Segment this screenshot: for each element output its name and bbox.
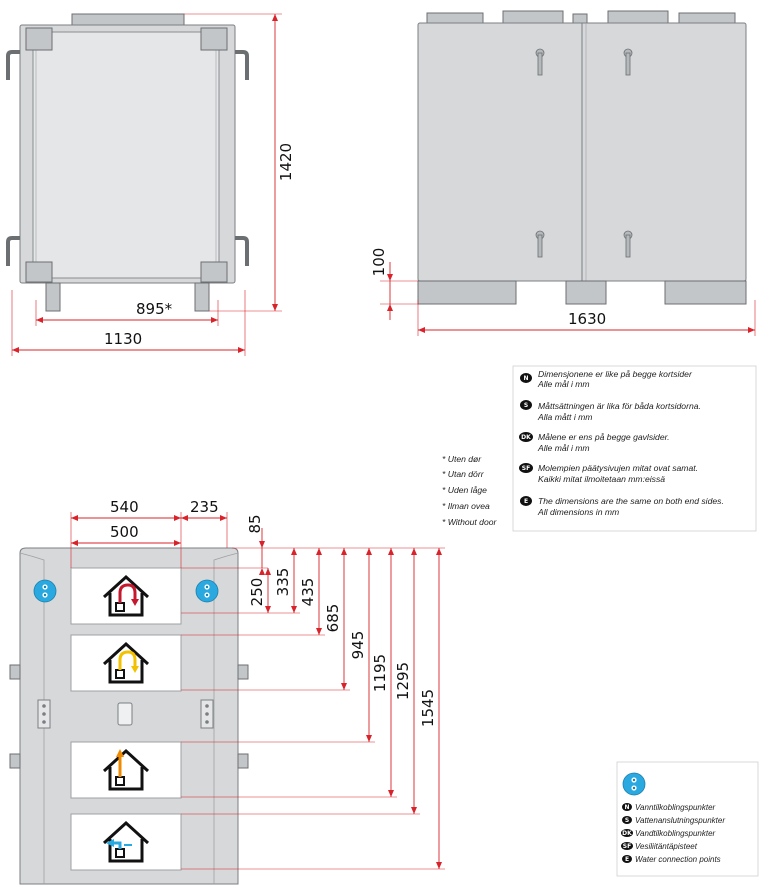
dim-1195: 1195 — [371, 654, 389, 692]
legend-item-DK: DK Vandtilkoblingspunkter — [621, 829, 716, 838]
dim-1420: 1420 — [277, 143, 295, 181]
note-N: N Dimensjonene er like på begge kortside… — [520, 369, 693, 389]
side-view: 100 1630 — [370, 10, 756, 336]
dim-85: 85 — [246, 514, 264, 533]
house-red-arrow-icon — [102, 574, 150, 617]
svg-text:Dimensjonene er like på begge: Dimensjonene er like på begge kortsider — [538, 369, 693, 379]
handle-right-top — [235, 50, 249, 80]
water-point-right-icon — [195, 579, 219, 603]
svg-text:S: S — [625, 817, 629, 824]
dim-1295: 1295 — [394, 662, 412, 700]
svg-text:The dimensions are the same on: The dimensions are the same on both end … — [538, 496, 724, 506]
dim-500: 500 — [110, 523, 139, 541]
dim-945: 945 — [349, 631, 367, 660]
house-orange-arrow-icon — [102, 748, 150, 791]
legend-item-S: S Vattenanslutningspunkter — [622, 816, 725, 825]
side-foot-mid — [565, 280, 607, 305]
svg-text:DK: DK — [521, 434, 531, 441]
hinge-bottom-left — [25, 261, 53, 283]
legend-item-N: N Vanntilkoblingspunkter — [622, 803, 716, 812]
svg-text:Molempien päätysivujen mitat o: Molempien päätysivujen mitat ovat samat. — [538, 463, 698, 473]
dim-1130: 1130 — [104, 330, 142, 348]
notes-box: N Dimensjonene er like på begge kortside… — [512, 365, 757, 532]
handle-right-bottom — [235, 236, 249, 266]
svg-text:Vesiliitäntäpisteet: Vesiliitäntäpisteet — [635, 842, 698, 851]
svg-text:All dimensions in mm: All dimensions in mm — [537, 507, 619, 517]
handle-left-bottom — [6, 236, 20, 266]
svg-text:* Uten dør: * Uten dør — [442, 454, 482, 464]
dim-435: 435 — [299, 578, 317, 607]
dim-1545: 1545 — [419, 689, 437, 727]
front-panel — [32, 31, 220, 279]
stub-1 — [426, 12, 484, 25]
hinge-top-right — [200, 27, 228, 51]
svg-text:E: E — [625, 856, 629, 863]
legend-item-SF: SF Vesiliitäntäpisteet — [621, 842, 698, 851]
foot-left — [45, 282, 61, 312]
svg-text:Kaikki mitat ilmoitetaan mm:ei: Kaikki mitat ilmoitetaan mm:eissä — [538, 474, 665, 484]
svg-text:N: N — [624, 804, 629, 811]
svg-text:Vattenanslutningspunkter: Vattenanslutningspunkter — [635, 816, 725, 825]
hinge-top-left — [25, 27, 53, 51]
svg-text:Vanntilkoblingspunkter: Vanntilkoblingspunkter — [635, 803, 716, 812]
dim-250: 250 — [248, 578, 266, 607]
stub-4 — [607, 10, 669, 25]
hinge-bottom-right — [200, 261, 228, 283]
svg-text:* Without door: * Without door — [442, 517, 498, 527]
dim-895: 895* — [136, 300, 173, 318]
svg-text:* Ilman ovea: * Ilman ovea — [442, 501, 490, 511]
front-view: 1420 895* 1130 — [6, 13, 295, 356]
svg-text:Alle mål i mm: Alle mål i mm — [537, 443, 590, 453]
svg-text:* Uden låge: * Uden låge — [442, 485, 487, 495]
svg-text:DK: DK — [622, 830, 632, 837]
dim-100: 100 — [370, 248, 388, 277]
side-foot-right — [664, 280, 747, 305]
svg-text:N: N — [523, 375, 528, 382]
svg-text:Alle mål i mm: Alle mål i mm — [537, 379, 590, 389]
side-foot-left — [417, 280, 517, 305]
note-SF: SF Molempien päätysivujen mitat ovat sam… — [519, 463, 698, 484]
svg-text:S: S — [524, 402, 528, 409]
foot-right — [194, 282, 210, 312]
svg-text:SF: SF — [522, 465, 530, 472]
legend-item-E: E Water connection points — [622, 855, 721, 864]
end-view: 540 500 235 85 250 335 435 — [9, 498, 445, 885]
house-yellow-arrow-icon — [102, 641, 150, 684]
top-flange — [71, 13, 185, 27]
svg-text:Alla mått i mm: Alla mått i mm — [537, 412, 592, 422]
svg-text:* Utan dörr: * Utan dörr — [442, 469, 485, 479]
svg-text:SF: SF — [623, 843, 631, 850]
without-door-notes: * Uten dør * Utan dörr * Uden låge * Ilm… — [442, 454, 498, 527]
svg-text:Måttsättningen är lika för båd: Måttsättningen är lika för båda kortsido… — [538, 401, 701, 411]
legend-water-point-icon — [622, 772, 646, 796]
legend-box: N Vanntilkoblingspunkter S Vattenanslutn… — [616, 761, 759, 877]
svg-text:Vandtilkoblingspunkter: Vandtilkoblingspunkter — [635, 829, 716, 838]
svg-text:E: E — [524, 498, 528, 505]
note-E: E The dimensions are the same on both en… — [520, 496, 724, 517]
house-blue-arrow-icon — [102, 820, 150, 863]
dim-685: 685 — [324, 604, 342, 633]
water-point-left-icon — [33, 579, 57, 603]
handle-left-top — [6, 50, 20, 80]
stub-5 — [678, 12, 736, 25]
stub-2 — [502, 10, 564, 25]
note-S: S Måttsättningen är lika för båda kortsi… — [520, 400, 701, 422]
dim-235: 235 — [190, 498, 219, 516]
dim-540: 540 — [110, 498, 139, 516]
dim-1630: 1630 — [568, 310, 606, 328]
dim-335: 335 — [274, 568, 292, 597]
svg-text:Water connection points: Water connection points — [635, 855, 721, 864]
note-DK: DK Målene er ens på begge gavlsider. All… — [519, 432, 670, 453]
svg-text:Målene er ens på begge gavlsid: Målene er ens på begge gavlsider. — [538, 432, 670, 442]
